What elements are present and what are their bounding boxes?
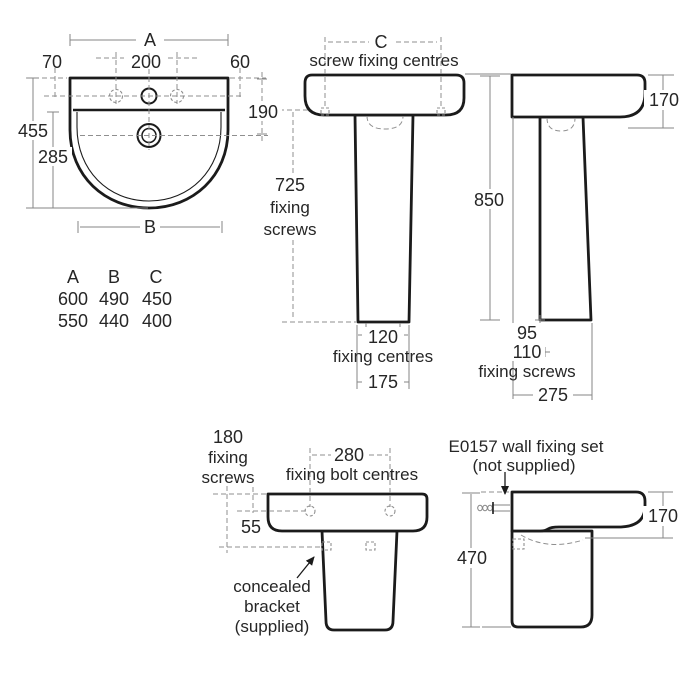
label-bg [469, 189, 509, 209]
label-screws: screws [202, 468, 255, 487]
wall-screw-mark-right [436, 107, 446, 116]
table-header-b: B [108, 267, 120, 287]
label-bg [362, 372, 404, 390]
basin-side-outline [510, 73, 647, 119]
side-semi-pedestal-view: E0157 wall fixing set (not supplied) 470… [449, 437, 683, 629]
front-view-dimension-lines [26, 34, 229, 233]
dim-label-a: A [144, 30, 156, 50]
fixing-bolt-right [384, 505, 396, 517]
side-pedestal-right-view: 850 170 95 110 fixing screws 275 [465, 73, 684, 405]
bracket-pointer-arrow [296, 556, 315, 579]
pedestal-outline [353, 113, 415, 324]
label-fixing-centres: fixing centres [333, 347, 433, 366]
wall-screw-mark-left [320, 107, 330, 116]
dim-label-c: C [375, 32, 388, 52]
dim-label-60: 60 [230, 52, 250, 72]
label-bg [644, 90, 684, 110]
basin-inner-rim [76, 112, 222, 202]
table-cell: 450 [142, 289, 172, 309]
dim-label-180: 180 [213, 427, 243, 447]
table-cell: 400 [142, 311, 172, 331]
front-semi-pedestal-view: 180 fixing screws 280 fixing bolt centre… [202, 427, 429, 636]
label-bg [14, 121, 52, 140]
label-bg [643, 506, 683, 526]
bowl-underside-dashed [520, 534, 584, 545]
label-bg [509, 342, 545, 361]
semi-pedestal-outline [510, 529, 594, 629]
basin-outline [266, 492, 429, 533]
label-bg [533, 385, 573, 404]
dim-label-725: 725 [275, 175, 305, 195]
dim-label-850: 850 [474, 190, 504, 210]
table-cell: 550 [58, 311, 88, 331]
label-bg [244, 102, 282, 121]
dim-label-200: 200 [131, 52, 161, 72]
label-bg [362, 327, 404, 345]
basin-side-outline [303, 73, 466, 117]
dim-label-280: 280 [334, 445, 364, 465]
front-semi-centrelines [213, 448, 391, 553]
label-bg [511, 323, 543, 342]
wall-screw-icon [477, 502, 510, 514]
pedestal-outline [538, 115, 593, 322]
label-bg [34, 147, 72, 166]
label-screws: screws [264, 220, 317, 239]
note-wall-fixing-set: E0157 wall fixing set [449, 437, 604, 456]
dim-label-285: 285 [38, 147, 68, 167]
table-cell: 600 [58, 289, 88, 309]
dim-label-120: 120 [368, 327, 398, 347]
dim-label-170: 170 [649, 90, 679, 110]
dim-label-95: 95 [517, 323, 537, 343]
trap-outline-dashed [366, 115, 404, 130]
label-fixing-bolt-centres: fixing bolt centres [286, 465, 418, 484]
side-pedestal-centrelines [282, 37, 442, 323]
label-fixing-screws: fixing screws [478, 362, 575, 381]
label-supplied: (supplied) [235, 617, 310, 636]
label-bg [452, 548, 492, 568]
table-cell: 440 [99, 311, 129, 331]
note-not-supplied: (not supplied) [472, 456, 575, 475]
fixing-bolt-left [304, 505, 316, 517]
basin-side-outline [510, 490, 647, 533]
dim-label-70: 70 [42, 52, 62, 72]
dim-label-470: 470 [457, 548, 487, 568]
semi-pedestal-outline [320, 529, 399, 632]
label-fixing: fixing [270, 198, 310, 217]
table-header-c: C [150, 267, 163, 287]
dim-label-275: 275 [538, 385, 568, 405]
front-view-centrelines [26, 52, 313, 150]
bracket-screw-left [321, 541, 332, 551]
bracket-screw-right [365, 541, 376, 551]
table-header-a: A [67, 267, 79, 287]
dim-label-190: 190 [248, 102, 278, 122]
dim-label-b: B [144, 217, 156, 237]
tap-hole-left [108, 88, 124, 104]
front-view: A 70 200 60 190 455 285 B [14, 30, 313, 237]
dim-label-455: 455 [18, 121, 48, 141]
label-fixing: fixing [208, 448, 248, 467]
dim-label-175: 175 [368, 372, 398, 392]
size-table: A B C 600 490 450 550 440 400 [58, 267, 172, 331]
dim-label-170-semi: 170 [648, 506, 678, 526]
bracket-screw-mark [512, 538, 525, 550]
label-concealed: concealed [233, 577, 311, 596]
side-pedestal-view: C screw fixing centres 725 fixing screws… [264, 32, 466, 392]
label-bracket: bracket [244, 597, 300, 616]
table-cell: 490 [99, 289, 129, 309]
label-screw-fixing-centres: screw fixing centres [309, 51, 458, 70]
dim-label-55: 55 [241, 517, 261, 537]
dim-label-110: 110 [513, 342, 542, 362]
